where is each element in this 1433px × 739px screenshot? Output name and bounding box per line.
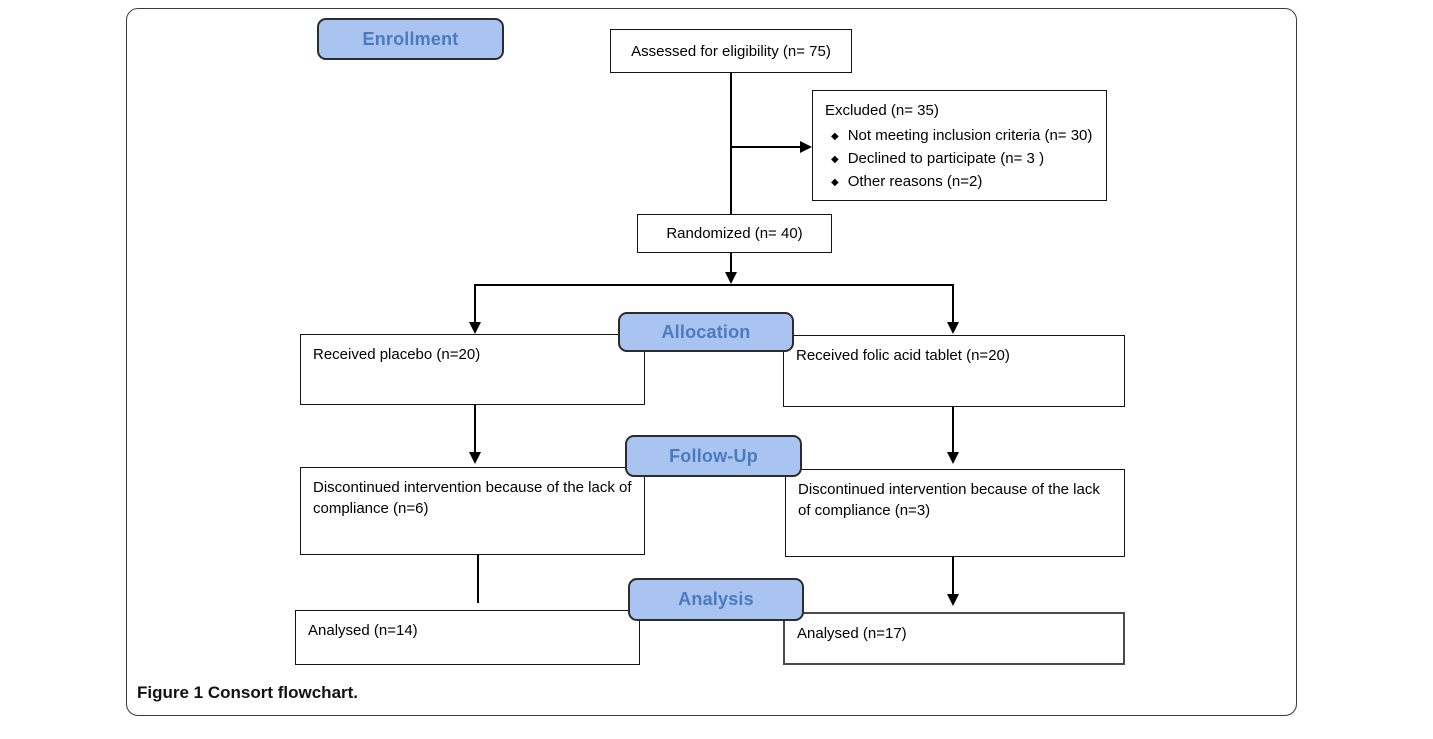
excluded-item: ◆ Declined to participate (n= 3 ) (831, 148, 1094, 169)
arrowhead-into-analysed-right-icon (947, 594, 959, 606)
arrowhead-into-discontinued-right-icon (947, 452, 959, 464)
box-received-placebo: Received placebo (n=20) (300, 334, 645, 405)
figure-caption: Figure 1 Consort flowchart. (137, 683, 358, 703)
diamond-bullet-icon: ◆ (831, 154, 839, 165)
excluded-item-text: Declined to participate (n= 3 ) (847, 150, 1045, 167)
connector-split-to-placebo (474, 284, 476, 324)
arrowhead-into-excluded-icon (800, 141, 812, 153)
analysis-label-text: Analysis (678, 589, 754, 609)
analysed-right-text: Analysed (n=17) (797, 625, 907, 642)
enrollment-label-text: Enrollment (362, 28, 459, 49)
box-assessed-for-eligibility: Assessed for eligibility (n= 75) (610, 29, 852, 73)
excluded-item-text: Not meeting inclusion criteria (n= 30) (847, 127, 1093, 144)
arrowhead-randomized-split-icon (725, 272, 737, 284)
figure-caption-label: Figure 1 (137, 683, 204, 702)
box-randomized: Randomized (n= 40) (637, 214, 832, 253)
stage-label-followup: Follow-Up (625, 435, 802, 477)
box-analysed-right: Analysed (n=17) (783, 612, 1125, 665)
connector-assessed-to-randomized (730, 73, 732, 214)
connector-split-to-folic (952, 284, 954, 324)
allocation-label-text: Allocation (661, 321, 751, 342)
box-discontinued-right: Discontinued intervention because of the… (785, 469, 1125, 557)
received-folic-acid-text: Received folic acid tablet (n=20) (796, 347, 1010, 364)
connector-discontinued-to-analysed-left (477, 555, 479, 603)
analysed-left-text: Analysed (n=14) (308, 622, 418, 639)
discontinued-right-text: Discontinued intervention because of the… (798, 481, 1100, 519)
box-excluded: Excluded (n= 35) ◆ Not meeting inclusion… (812, 90, 1107, 201)
figure-caption-text: Consort flowchart. (203, 683, 359, 702)
arrowhead-into-placebo-icon (469, 322, 481, 334)
randomized-text: Randomized (n= 40) (666, 225, 803, 242)
excluded-title: Excluded (n= 35) (825, 102, 939, 119)
discontinued-left-text: Discontinued intervention because of the… (313, 479, 632, 517)
box-received-folic-acid: Received folic acid tablet (n=20) (783, 335, 1125, 407)
stage-label-allocation: Allocation (618, 312, 794, 352)
box-analysed-left: Analysed (n=14) (295, 610, 640, 665)
excluded-item-text: Other reasons (n=2) (847, 173, 983, 190)
stage-label-enrollment: Enrollment (317, 18, 504, 60)
connector-split-bar (474, 284, 954, 286)
assessed-text: Assessed for eligibility (n= 75) (631, 42, 831, 60)
stage-label-analysis: Analysis (628, 578, 804, 621)
arrowhead-into-discontinued-left-icon (469, 452, 481, 464)
received-placebo-text: Received placebo (n=20) (313, 346, 481, 363)
connector-branch-to-excluded (731, 146, 803, 148)
connector-randomized-to-split (730, 253, 732, 273)
excluded-item: ◆ Other reasons (n=2) (831, 171, 1094, 192)
connector-discontinued-to-analysed-right (952, 557, 954, 595)
diamond-bullet-icon: ◆ (831, 131, 839, 142)
followup-label-text: Follow-Up (669, 445, 758, 466)
box-discontinued-left: Discontinued intervention because of the… (300, 467, 645, 555)
connector-placebo-to-discontinued (474, 405, 476, 453)
diamond-bullet-icon: ◆ (831, 177, 839, 188)
arrowhead-into-folic-icon (947, 322, 959, 334)
excluded-item: ◆ Not meeting inclusion criteria (n= 30) (831, 125, 1094, 146)
connector-folic-to-discontinued (952, 407, 954, 453)
